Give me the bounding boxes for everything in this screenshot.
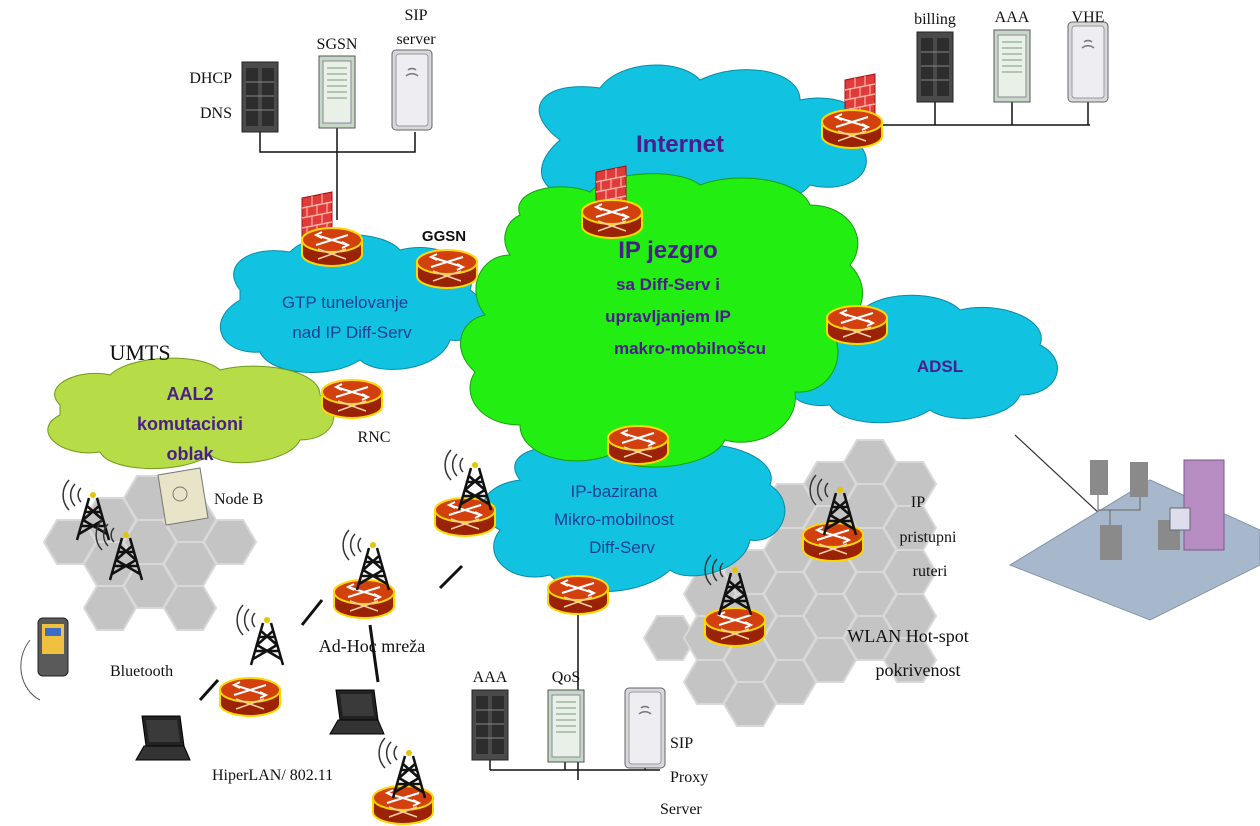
router-top-right-icon bbox=[821, 109, 883, 149]
ip-core-title: IP jezgro bbox=[618, 237, 718, 264]
sgsn-label: SGSN bbox=[317, 36, 358, 53]
dhcp-dns-server-icon bbox=[241, 61, 279, 133]
router-firewall-gtp-icon bbox=[301, 227, 363, 267]
router-access-1-icon bbox=[434, 497, 496, 537]
sgsn-server-icon bbox=[318, 55, 356, 129]
aaa-bottom-label: AAA bbox=[473, 669, 508, 686]
adhoc-label: Ad-Hoc mreža bbox=[319, 636, 425, 656]
sip-proxy-server-icon bbox=[624, 687, 666, 769]
aal2-label-1: AAL2 bbox=[166, 384, 213, 404]
billing-server-icon bbox=[916, 31, 954, 103]
aal2-label-2: komutacioni bbox=[137, 414, 243, 434]
ip-core-line-3: makro-mobilnošcu bbox=[614, 339, 766, 358]
sip-proxy-label-2: Proxy bbox=[670, 769, 708, 786]
internet-label: Internet bbox=[636, 131, 724, 158]
pda-icon bbox=[20, 617, 69, 701]
aal2-cloud bbox=[47, 357, 335, 469]
ip-access-label-1: IP bbox=[911, 494, 925, 511]
gtp-label-1: GTP tunelovanje bbox=[282, 293, 408, 312]
router-micro-top-icon bbox=[607, 425, 669, 465]
top-right-server-bus bbox=[860, 100, 1090, 126]
rnc-label: RNC bbox=[358, 429, 391, 446]
sip-proxy-label-1: SIP bbox=[670, 735, 693, 752]
rnc-router-icon bbox=[321, 379, 383, 419]
ip-access-label-3: ruteri bbox=[913, 563, 948, 580]
vhe-server-icon bbox=[1067, 21, 1109, 103]
micro-label-2: Mikro-mobilnost bbox=[554, 510, 674, 529]
router-adhoc-icon bbox=[333, 579, 395, 619]
wireless-links bbox=[198, 564, 464, 702]
router-internet-icon bbox=[581, 199, 643, 239]
router-micro-bottom-icon bbox=[547, 575, 609, 615]
vhe-label: VHE bbox=[1072, 9, 1105, 26]
laptop-hiperlan-icon bbox=[135, 715, 191, 761]
sip-server-label-2: server bbox=[396, 31, 436, 48]
aal2-label-3: oblak bbox=[166, 444, 214, 464]
dhcp-label: DHCP bbox=[189, 70, 232, 87]
node-b-label: Node B bbox=[214, 491, 263, 508]
router-adsl-icon bbox=[826, 305, 888, 345]
wlan-label-1: WLAN Hot-spot bbox=[847, 626, 968, 646]
router-hiperlan-icon bbox=[219, 677, 281, 717]
lan-floor-icon bbox=[1008, 459, 1260, 621]
hiperlan-label: HiperLAN/ 802.11 bbox=[212, 767, 333, 784]
top-left-server-bus bbox=[259, 124, 416, 220]
wlan-label-2: pokrivenost bbox=[876, 660, 961, 680]
node-b-icon bbox=[157, 467, 209, 526]
sip-proxy-label-3: Server bbox=[660, 801, 702, 818]
ip-core-line-1: sa Diff-Serv i bbox=[616, 275, 720, 294]
ip-core-cloud bbox=[460, 173, 864, 468]
ggsn-label: GGSN bbox=[422, 228, 466, 245]
bluetooth-label: Bluetooth bbox=[110, 663, 173, 680]
sip-server-icon bbox=[391, 49, 433, 131]
qos-server-icon bbox=[547, 689, 585, 763]
gtp-label-2: nad IP Diff-Serv bbox=[292, 323, 412, 342]
dns-label: DNS bbox=[200, 105, 232, 122]
router-access-3-icon bbox=[704, 607, 766, 647]
laptop-adhoc-icon bbox=[329, 689, 385, 735]
adsl-label: ADSL bbox=[917, 357, 963, 376]
ip-core-line-2: upravljanjem IP bbox=[605, 307, 731, 326]
billing-label: billing bbox=[914, 11, 956, 28]
ggsn-router-icon bbox=[416, 249, 478, 289]
umts-label: UMTS bbox=[109, 340, 170, 365]
aaa-bottom-server-icon bbox=[471, 689, 509, 761]
tower-bluetooth-icon bbox=[235, 603, 285, 667]
aaa-top-label: AAA bbox=[995, 9, 1030, 26]
qos-label: QoS bbox=[552, 669, 580, 686]
aaa-server-icon bbox=[993, 29, 1031, 103]
micro-label-3: Diff-Serv bbox=[589, 538, 655, 557]
ip-access-label-2: pristupni bbox=[900, 529, 957, 546]
micro-label-1: IP-bazirana bbox=[571, 482, 658, 501]
sip-server-label-1: SIP bbox=[404, 7, 427, 24]
